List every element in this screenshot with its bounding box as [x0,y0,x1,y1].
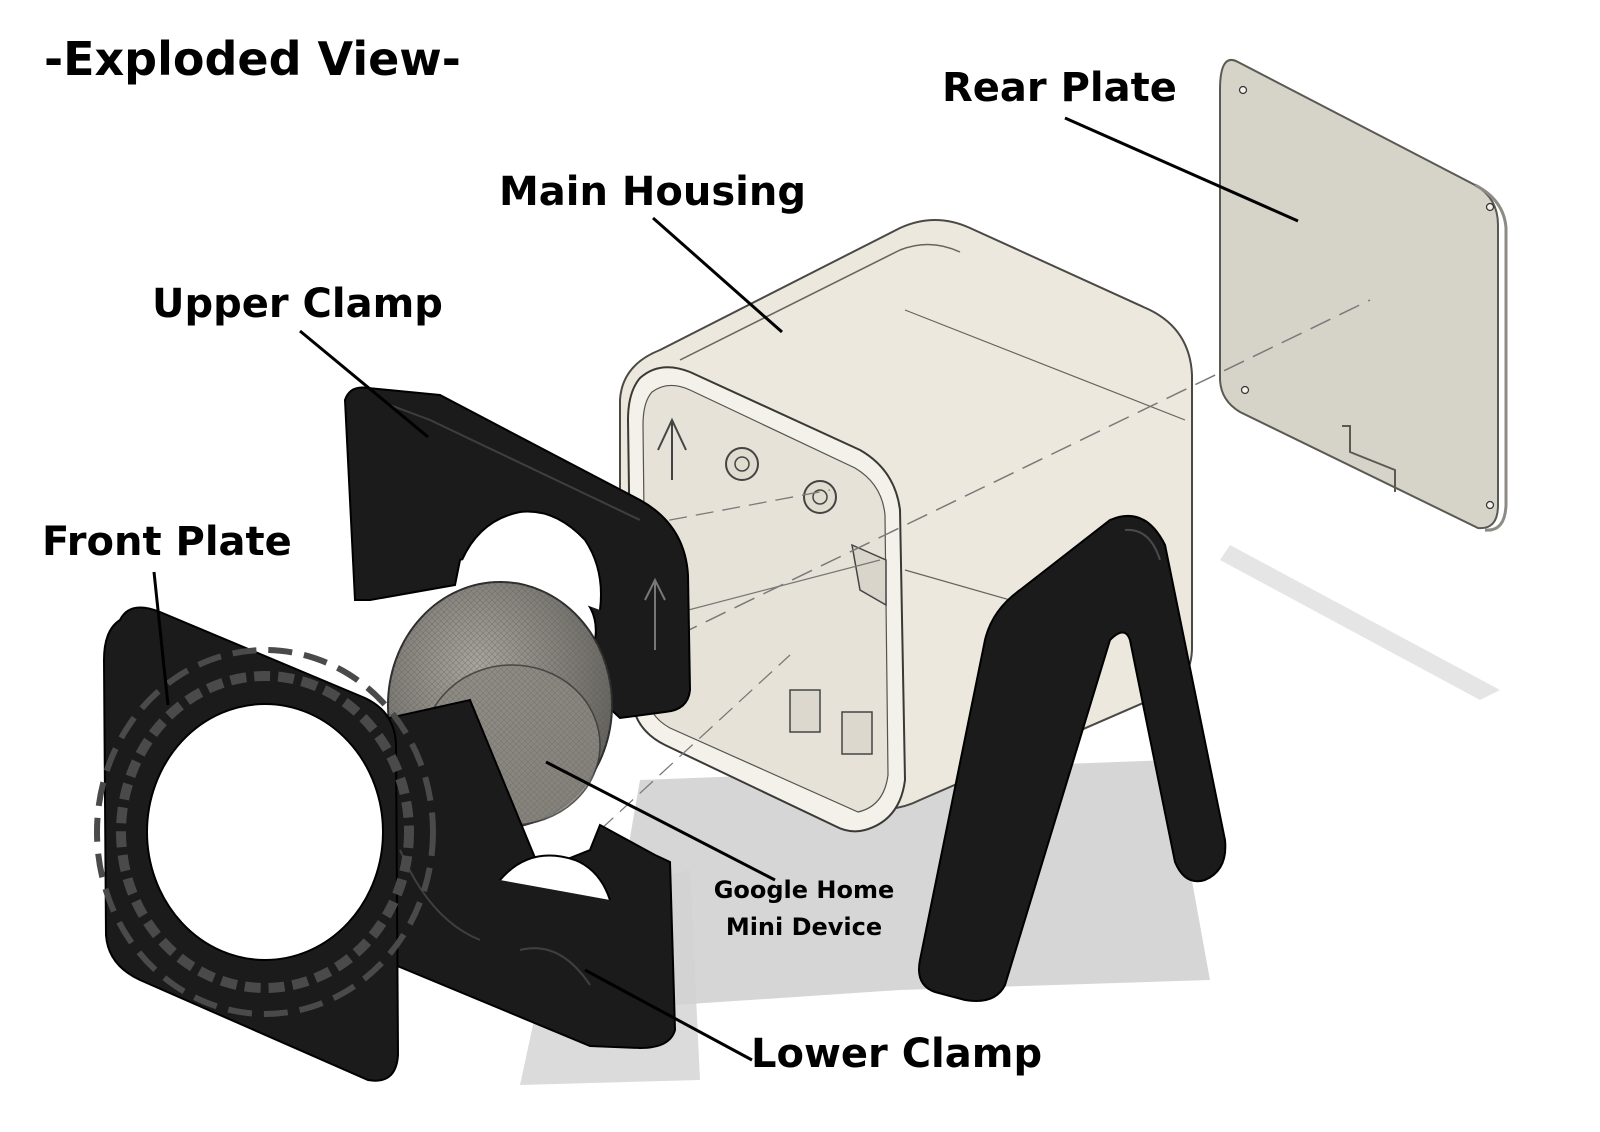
rear-plate-part [1219,59,1508,532]
upper-clamp-part [343,386,692,720]
main-housing-part [619,219,1193,833]
lower-clamp-label: Lower Clamp [751,1031,1043,1077]
google-home-mini-label: Google Home Mini Device [712,872,896,946]
stand-part [918,515,1227,1002]
front-plate-part [94,606,436,1082]
rear-plate-leader [1064,116,1299,223]
upper-clamp-label: Upper Clamp [152,281,443,327]
google-device-leader [545,760,776,882]
front-plate-label: Front Plate [42,519,292,565]
lower-clamp-leader [584,968,753,1062]
front-plate-leader [152,571,170,706]
main-housing-label: Main Housing [499,169,806,215]
google-home-mini-label-line1: Google Home [713,876,895,904]
rear-plate-label: Rear Plate [942,65,1177,111]
main-housing-leader [652,216,783,334]
upper-clamp-leader [299,329,429,439]
diagram-title: -Exploded View- [44,32,461,86]
leader-lines [152,116,1299,1062]
google-home-mini-label-line2: Mini Device [725,913,883,942]
